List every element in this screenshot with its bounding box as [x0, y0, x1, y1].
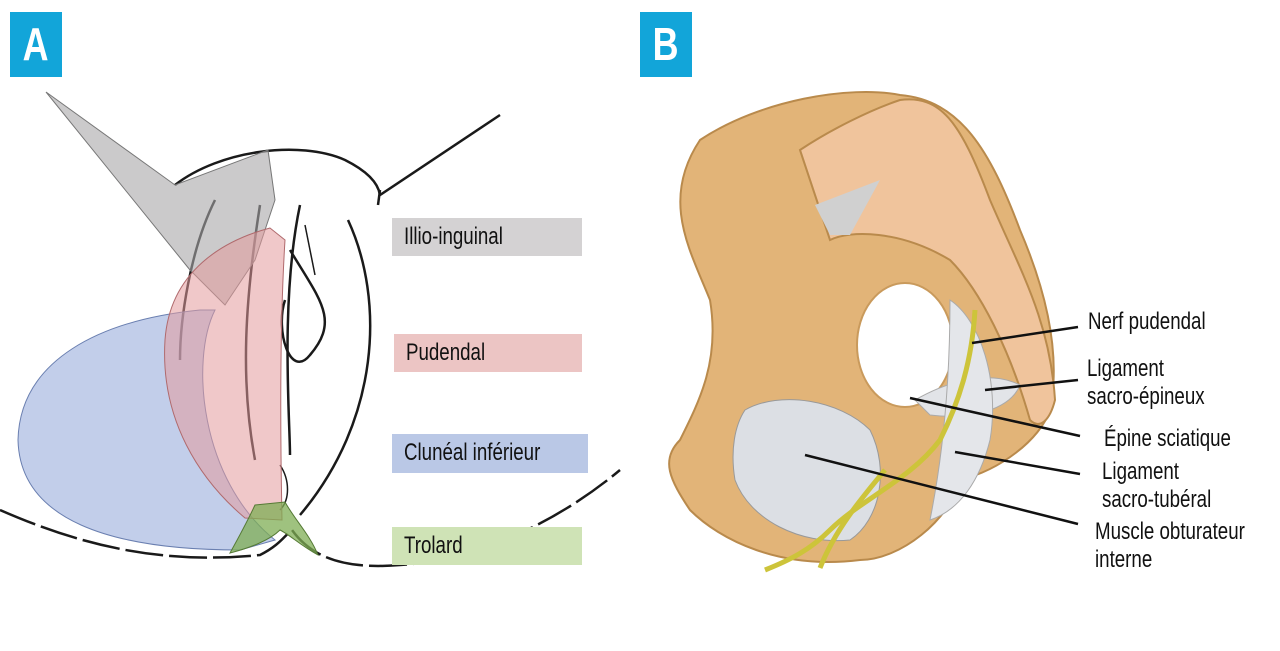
legend-cluneal: Clunéal inférieur: [392, 434, 588, 473]
pudendal-zone: [164, 227, 286, 521]
legend-ilioinguinal: Illio-inguinal: [392, 218, 582, 256]
callout-text: Muscle obturateur: [1095, 518, 1245, 545]
legend-trolard: Trolard: [392, 527, 582, 565]
callout-text: Ligament: [1087, 355, 1165, 382]
callout-text: Épine sciatique: [1104, 425, 1231, 452]
callout-text: sacro-tubéral: [1102, 486, 1212, 513]
legend-label: Illio-inguinal: [404, 223, 503, 250]
panel-b-letter: B: [653, 18, 679, 70]
callout-text: interne: [1095, 546, 1153, 573]
leader-lines: [804, 325, 1081, 526]
legend-label: Trolard: [404, 532, 463, 559]
obturator-muscle: [732, 399, 881, 542]
legend-label: Clunéal inférieur: [404, 439, 541, 466]
pelvis-drawing: [668, 91, 1081, 573]
callout-pudendal-nerve: Nerf pudendal: [1088, 308, 1239, 336]
legend-label: Pudendal: [406, 339, 486, 366]
panel-a-letter: A: [23, 18, 49, 70]
legend-pudendal: Pudendal: [394, 334, 582, 372]
panel-b-label: B: [640, 12, 692, 77]
sacrum: [798, 98, 1057, 425]
callout-ischial-spine: Épine sciatique: [1104, 425, 1267, 453]
callout-text: Nerf pudendal: [1088, 308, 1206, 335]
panel-a-label: A: [10, 12, 62, 77]
callout-text: sacro-épineux: [1087, 383, 1205, 410]
callout-text: Ligament: [1102, 458, 1180, 485]
trolard-zone: [229, 501, 319, 557]
